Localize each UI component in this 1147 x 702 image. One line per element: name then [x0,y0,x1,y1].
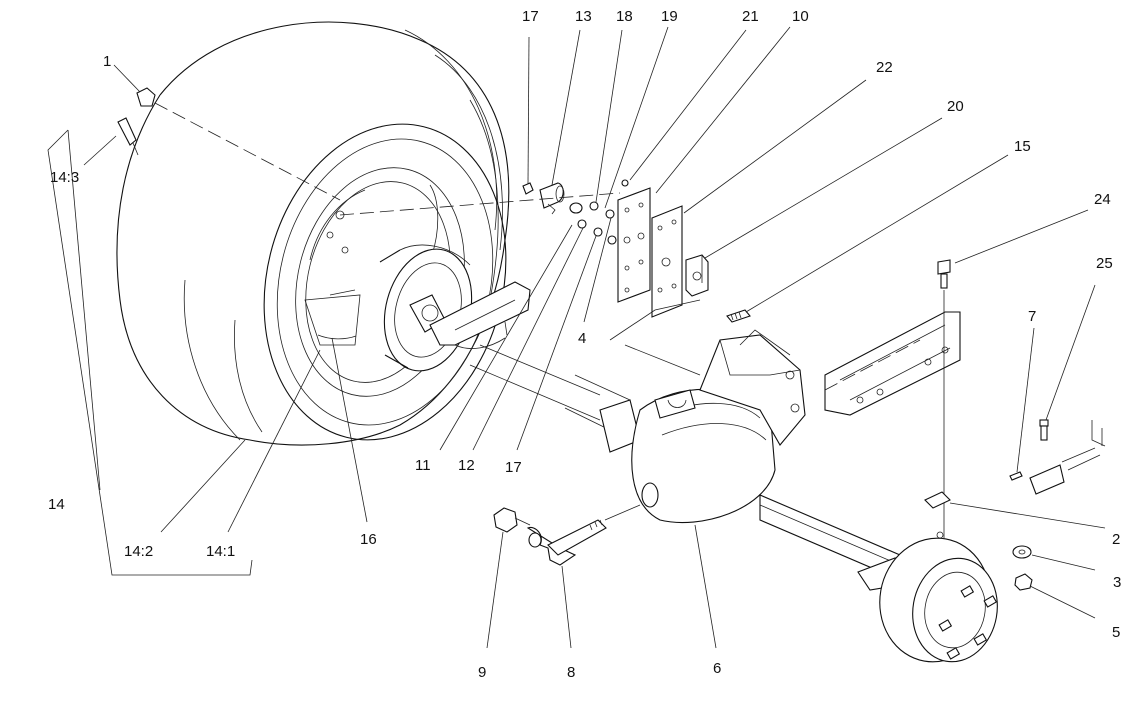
callout-labels: 1 14:3 14 14:2 14:1 16 17 13 18 19 21 10… [48,8,1121,681]
callout-25: 25 [1096,255,1113,272]
callout-21: 21 [742,8,759,25]
drain-plug-part [493,507,531,533]
callout-14-1: 14:1 [206,543,235,560]
tire-assembly [116,21,510,446]
bolt-15-part [726,309,751,323]
callout-22: 22 [876,59,893,76]
callout-2: 2 [1112,531,1120,548]
callout-19: 19 [661,8,678,25]
callout-4: 4 [578,330,586,347]
callout-17-bottom: 17 [505,459,522,476]
callout-8: 8 [567,664,575,681]
right-axle-drum [759,494,998,663]
callout-14-2: 14:2 [124,543,153,560]
frame-bracket [824,311,961,416]
valve-cap-part [136,87,156,107]
callout-12: 12 [458,457,475,474]
callout-6: 6 [713,660,721,677]
hardware-group [522,179,629,245]
callout-3: 3 [1113,574,1121,591]
bolt-25-part [1039,419,1049,441]
callout-16: 16 [360,531,377,548]
callout-10: 10 [792,8,809,25]
callout-18: 18 [616,8,633,25]
leader-lines [67,26,1106,649]
axle-arm [429,281,531,349]
mounting-plates [617,187,709,318]
pin-7-part [1009,471,1023,481]
callout-13: 13 [575,8,592,25]
callout-15: 15 [1014,138,1031,155]
callout-1: 1 [103,53,111,70]
callout-14-3: 14:3 [50,169,79,186]
callout-7: 7 [1028,308,1036,325]
bolt-24-part [937,259,951,289]
washer-3-part [1012,545,1032,559]
transaxle-housing [469,329,806,524]
callout-11: 11 [415,457,431,474]
callout-17-top: 17 [522,8,539,25]
callout-24: 24 [1094,191,1111,208]
cable-clamp [1029,420,1106,495]
dipstick-part [526,519,607,566]
callout-20: 20 [947,98,964,115]
callout-9: 9 [478,664,486,681]
clip-2-part [924,491,951,509]
nut-5-part [1014,573,1033,591]
valve-stem-part [117,117,139,156]
callout-5: 5 [1112,624,1120,641]
callout-14: 14 [48,496,65,513]
